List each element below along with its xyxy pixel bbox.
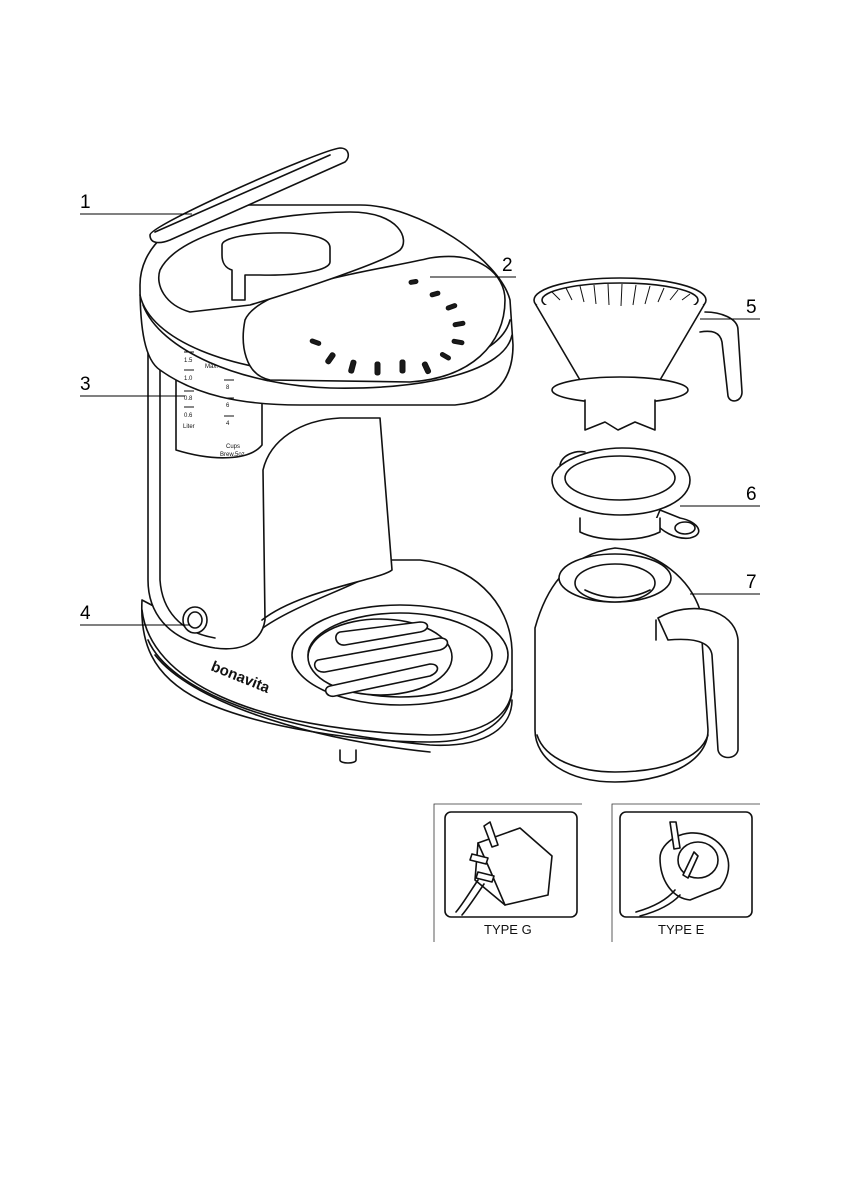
- callout-number-5: 5: [746, 297, 757, 318]
- callout-number-6: 6: [746, 484, 757, 505]
- callout-7: 7: [690, 572, 760, 594]
- callout-5: 5: [700, 297, 760, 319]
- type-g-label: TYPE G: [484, 922, 532, 937]
- scale-left-1: 1.0: [184, 376, 193, 382]
- type-e-label: TYPE E: [658, 922, 705, 937]
- callout-number-2: 2: [502, 255, 513, 276]
- callout-number-1: 1: [80, 192, 91, 213]
- callout-number-7: 7: [746, 572, 757, 593]
- scale-small-0: Cups: [226, 444, 240, 450]
- scale-left-4: Liter: [183, 424, 195, 430]
- scale-small-1: Brew.5oz: [220, 452, 245, 458]
- scale-left-2: 0.8: [184, 396, 193, 402]
- scale-mid-0: Max.: [205, 364, 218, 370]
- carafe: [535, 548, 738, 782]
- callout-number-3: 3: [80, 374, 91, 395]
- coffee-maker-body: 1.5 1.0 0.8 0.6 Liter Max. 8 6 4 Cups Br…: [140, 148, 513, 763]
- scale-left-0: 1.5: [184, 358, 193, 364]
- callout-6: 6: [680, 484, 760, 506]
- scale-left-3: 0.6: [184, 413, 193, 419]
- plug-panel-type-e: TYPE E: [612, 804, 760, 942]
- callout-number-4: 4: [80, 603, 91, 624]
- plug-panel-type-g: TYPE G: [434, 804, 582, 942]
- callout-1: 1: [80, 192, 192, 214]
- carafe-lid: [552, 448, 699, 540]
- filter-basket: [534, 278, 742, 430]
